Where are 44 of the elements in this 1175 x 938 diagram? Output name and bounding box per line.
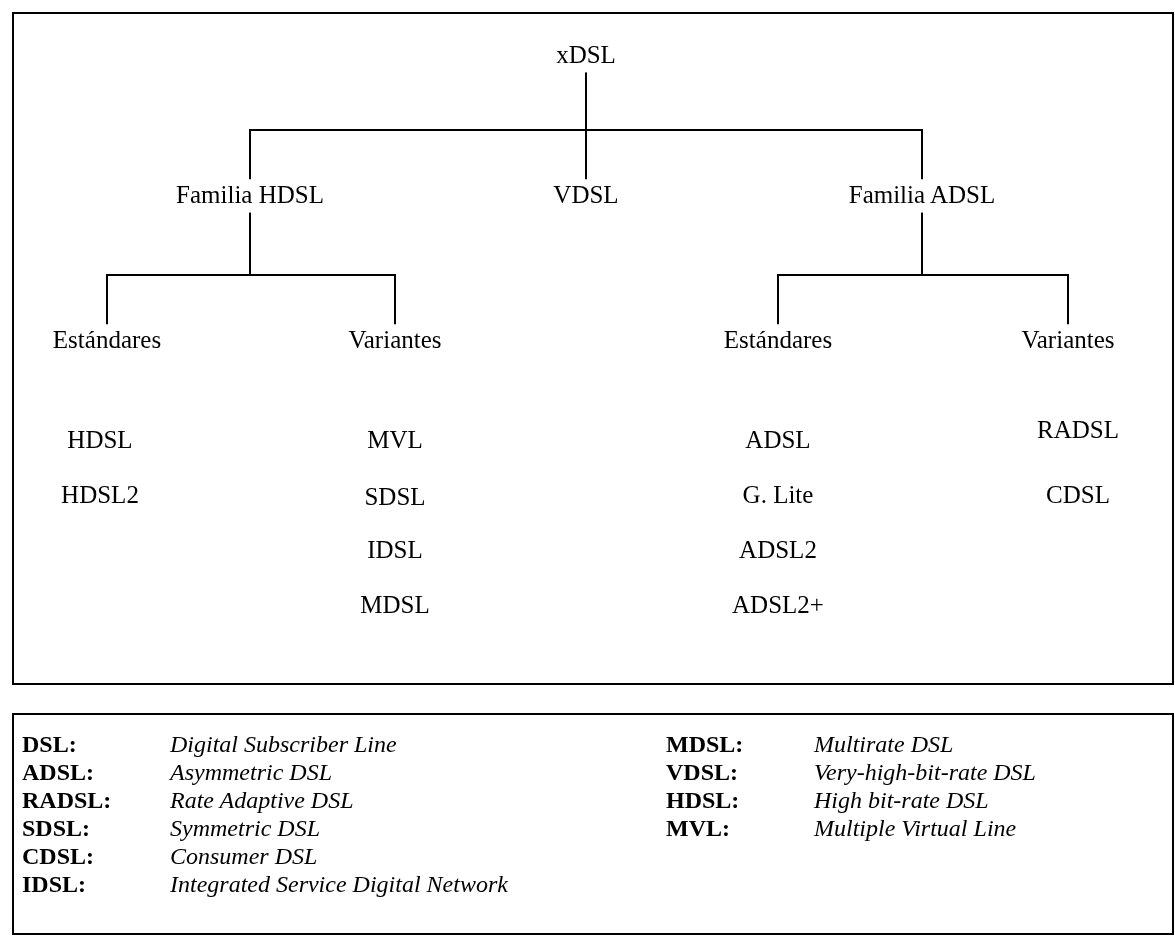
acronym-term: CDSL: xyxy=(22,844,94,868)
variant-label: MVL xyxy=(367,426,423,454)
definition-text: Rate Adaptive DSL xyxy=(170,788,354,812)
variant-label: MDSL xyxy=(360,591,430,619)
tree-node-label: Estándares xyxy=(52,326,162,354)
tree-node-label: Familia ADSL xyxy=(848,181,996,209)
tree-connector xyxy=(585,71,923,181)
definition-text: Asymmetric DSL xyxy=(170,760,332,784)
frame-box xyxy=(12,12,1174,685)
acronym-term: MVL: xyxy=(666,816,730,840)
definition-text: Very-high-bit-rate DSL xyxy=(814,760,1036,784)
tree-connector xyxy=(249,211,396,326)
tree-node-label: Variantes xyxy=(348,326,442,354)
variant-label: RADSL xyxy=(1037,416,1119,444)
variant-label: ADSL2 xyxy=(739,536,817,564)
acronym-term: RADSL: xyxy=(22,788,112,812)
tree-node-label: Familia HDSL xyxy=(176,181,324,209)
acronym-term: HDSL: xyxy=(666,788,740,812)
acronym-term: VDSL: xyxy=(666,760,738,784)
definition-text: Digital Subscriber Line xyxy=(170,732,397,756)
tree-node-label: xDSL xyxy=(556,41,616,69)
tree-connector xyxy=(921,211,1069,326)
variant-label: HDSL2 xyxy=(61,481,139,509)
variant-label: G. Lite xyxy=(742,481,814,509)
tree-node-label: Variantes xyxy=(1021,326,1115,354)
definition-text: Integrated Service Digital Network xyxy=(170,872,508,896)
definition-text: Consumer DSL xyxy=(170,844,318,868)
variant-label: IDSL xyxy=(367,536,423,564)
variant-label: SDSL xyxy=(364,483,426,511)
acronym-term: IDSL: xyxy=(22,872,87,896)
variant-label: HDSL xyxy=(67,426,133,454)
acronym-term: DSL: xyxy=(22,732,77,756)
acronym-term: SDSL: xyxy=(22,816,91,840)
acronym-term: MDSL: xyxy=(666,732,744,756)
definition-text: Multirate DSL xyxy=(814,732,954,756)
tree-node-label: VDSL xyxy=(553,181,619,209)
tree-node-label: Estándares xyxy=(723,326,833,354)
variant-label: ADSL2+ xyxy=(732,591,824,619)
variant-label: ADSL xyxy=(745,426,811,454)
definition-text: Symmetric DSL xyxy=(170,816,320,840)
definition-text: High bit-rate DSL xyxy=(814,788,989,812)
acronym-term: ADSL: xyxy=(22,760,94,784)
variant-label: CDSL xyxy=(1046,481,1110,509)
definition-text: Multiple Virtual Line xyxy=(814,816,1017,840)
